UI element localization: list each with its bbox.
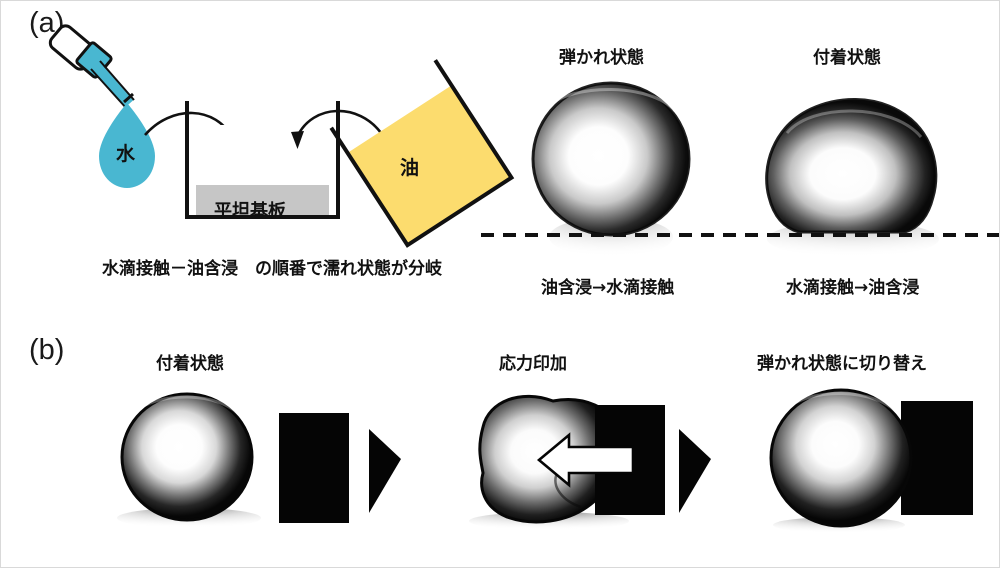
arrow-oil-to-beaker [291,109,383,149]
step3-label: 弾かれ状態に切り替え [757,354,927,374]
pipette-icon [48,24,135,110]
water-droplet-label: 水 [116,143,136,165]
panel-a-schematic [48,24,515,248]
oil-vessel-label: 油 [400,157,420,179]
droplet-repelled-order-label: 油含浸→水滴接触 [541,278,675,298]
step1-droplet [120,392,254,522]
water-droplet-icon [99,103,155,188]
droplet-adhered-photo [765,98,938,234]
beaker-with-substrate [184,101,341,219]
panel-b-label: (b) [29,334,65,366]
step1-to-step2-arrow [369,429,401,513]
force-arrow-icon [536,432,635,488]
step3-droplet [769,388,913,528]
droplet-adhered-order-label: 水滴接触→油含浸 [786,278,920,298]
substrate-label: 平坦基板 [214,201,286,222]
step2-to-step3-arrow [679,429,711,513]
droplet-adhered-state-label: 付着状態 [813,48,881,68]
oil-vessel-icon [329,59,515,248]
droplet-repelled-state-label: 弾かれ状態 [559,48,644,68]
panel-a-caption: 水滴接触－油含浸 の順番で濡れ状態が分岐 [102,259,442,279]
step1-label: 付着状態 [156,354,224,374]
step1-probe-block [279,413,349,523]
panel-b-sequence [117,388,973,533]
step3-probe-block [901,401,973,515]
panel-a-droplet-photos [481,81,999,257]
step2-label: 応力印加 [499,354,567,374]
droplet-repelled-photo [531,81,691,237]
